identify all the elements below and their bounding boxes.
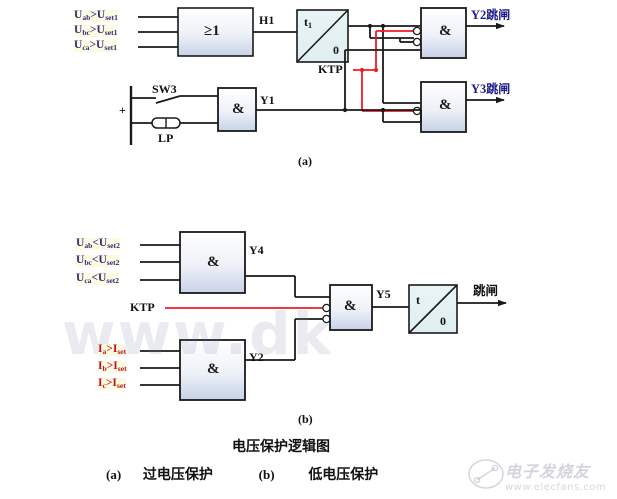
timer-top-label-b: t xyxy=(416,293,420,307)
diagram-a-graphics xyxy=(129,7,505,145)
input-label-b-i3: Ic>Iset xyxy=(98,377,126,390)
lp-label: LP xyxy=(158,131,174,145)
subfigure-label-a: (a) xyxy=(298,154,312,168)
trip-output-label-b: 跳闸 xyxy=(473,283,499,298)
inverter-bubble-a3 xyxy=(412,106,422,116)
input-label-a-1: Uab>Uset1 xyxy=(74,9,118,22)
and-gate-glyph-y2-b: & xyxy=(207,361,220,377)
subfigure-label-b: (b) xyxy=(298,412,313,426)
sw3-label: SW3 xyxy=(152,82,177,96)
or-gate-glyph-a: ≥1 xyxy=(204,23,220,39)
input-label-b-i1: Ia>Iset xyxy=(98,343,127,356)
and-gate-y1 xyxy=(217,87,257,132)
and-gate-y3 xyxy=(420,81,467,133)
ktp-label-b: KTP xyxy=(130,300,155,314)
and-gate-y4 xyxy=(179,231,246,294)
y1-label: Y1 xyxy=(260,93,275,107)
and-gate-y2 xyxy=(420,7,467,59)
timer-bottom-label-a: 0 xyxy=(333,43,339,57)
input-label-b-v2: Ubc<Uset2 xyxy=(76,254,120,267)
and-gate-glyph-y4: & xyxy=(207,254,220,270)
and-gate-glyph-y2: & xyxy=(439,23,452,39)
and-gate-glyph-y3: & xyxy=(439,97,452,113)
h1-label: H1 xyxy=(259,13,275,27)
and-gate-y2-b xyxy=(179,339,246,401)
caption-a-text: 过电压保护 xyxy=(142,467,213,483)
input-label-b-v3: Uca<Uset2 xyxy=(76,272,120,285)
caption-b-text: 低电压保护 xyxy=(308,467,379,483)
inverter-bubble-a2 xyxy=(412,37,422,47)
and-gate-glyph-y1: & xyxy=(232,101,245,117)
output-label-y3: Y3跳闸 xyxy=(471,82,511,96)
timer-top-label-a: t1 xyxy=(304,15,312,30)
diagram-b-graphics xyxy=(140,231,507,401)
figure-caption-title: 电压保护逻辑图 xyxy=(232,439,330,455)
output-label-y2: Y2跳闸 xyxy=(471,8,511,22)
and-gate-glyph-y5: & xyxy=(344,298,357,314)
input-label-b-v1: Uab<Uset2 xyxy=(76,237,120,250)
input-label-b-i2: Ib>Iset xyxy=(98,360,127,373)
y5-label: Y5 xyxy=(376,287,391,301)
inverter-bubble-b2 xyxy=(322,314,331,324)
and-gate-y5 xyxy=(329,284,373,331)
figure-caption-row: (a) 过电压保护 (b) 低电压保护 xyxy=(106,468,378,482)
timer-bottom-label-b: 0 xyxy=(440,314,446,328)
inverter-bubble-b1 xyxy=(322,303,331,313)
caption-b-mark: (b) xyxy=(258,467,275,482)
plus-label: + xyxy=(119,103,126,117)
inverter-bubble-a1 xyxy=(412,26,422,36)
y2-label-b: Y2 xyxy=(249,350,264,364)
y4-label: Y4 xyxy=(249,243,264,257)
timer-diagonal-b xyxy=(408,284,458,334)
caption-a-mark: (a) xyxy=(106,467,122,482)
input-label-a-3: Uca>Uset1 xyxy=(74,39,118,52)
timer-diagonal-a xyxy=(296,9,349,63)
input-label-a-2: Ubc>Uset1 xyxy=(74,24,118,37)
ktp-label-a: KTP xyxy=(318,62,343,76)
sw3-blade xyxy=(155,95,181,104)
